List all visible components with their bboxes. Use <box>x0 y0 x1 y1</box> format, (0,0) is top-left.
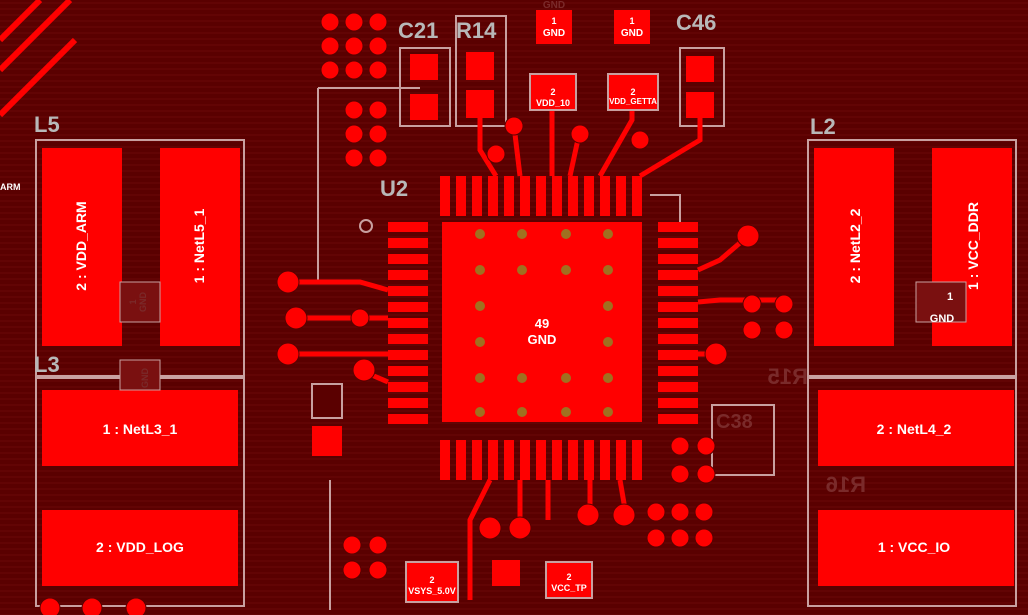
l5-pad-2-label: 2 : VDD_ARM <box>73 201 89 290</box>
u2-thermal-vias <box>475 229 613 417</box>
r14-pad-2 <box>466 90 494 118</box>
l5-pad-2 <box>42 148 122 346</box>
l4-pad-1 <box>818 510 1014 586</box>
l2-pad-1-label: 1 : VCC_DDR <box>965 202 981 290</box>
l5-pad-1-label: 1 : NetL5_1 <box>191 208 207 283</box>
c46-designator: C46 <box>676 10 716 35</box>
l5-small-gnd-num: 1 <box>128 299 138 304</box>
left-component-pad-2 <box>312 426 342 456</box>
background-traces <box>0 0 78 118</box>
vcc-tp-pad-net: VCC_TP <box>551 583 587 593</box>
l2-small-gnd-pad <box>915 281 967 323</box>
l2-pad-2 <box>814 148 894 346</box>
l5-pad-1 <box>160 148 240 346</box>
u2-right-pins <box>658 222 698 424</box>
l5-small-gnd-pad <box>119 281 161 323</box>
vias <box>39 12 794 615</box>
c38-designator: C38 <box>716 411 753 433</box>
c21-designator: C21 <box>398 18 438 43</box>
u2-left-pins <box>388 222 428 424</box>
l3-designator: L3 <box>34 352 60 377</box>
vdd-10-pad-num: 2 <box>550 87 555 97</box>
bottom-pad-mid <box>492 560 520 586</box>
gnd-pad-top-left <box>536 10 572 44</box>
vdd-getta-pad-net: VDD_GETTA <box>609 97 657 106</box>
l2-small-gnd-label: GND <box>930 313 955 325</box>
c21-pad-1 <box>410 54 438 80</box>
c21-pad-2 <box>410 94 438 120</box>
vsys-pad <box>405 561 459 603</box>
l3-pad-2 <box>42 510 238 586</box>
u2-top-pins <box>440 176 642 216</box>
gnd-pad-top-right <box>614 10 650 44</box>
u2-bottom-pins <box>440 440 642 480</box>
r14-designator: R14 <box>456 18 497 43</box>
gnd-pad-top-right-net: GND <box>621 28 643 39</box>
vcc-tp-pad <box>545 561 593 599</box>
arm-edge-label: ARM <box>0 182 21 192</box>
left-component-pad <box>311 383 343 419</box>
l3-pad-2-label: 2 : VDD_LOG <box>96 539 184 555</box>
l2-small-gnd-num: 1 <box>947 291 953 303</box>
gnd-pad-top-partial: GND <box>543 0 565 11</box>
u2-pin1-marker <box>359 219 373 233</box>
r16-ghost-label: R16 <box>826 472 866 497</box>
c46-pad-1 <box>686 56 714 82</box>
l2-designator: L2 <box>810 114 836 139</box>
vsys-pad-num: 2 <box>429 575 434 585</box>
u2-exposed-pad-number: 49 <box>535 316 549 331</box>
l3-pad-1 <box>42 390 238 466</box>
vsys-pad-net: VSYS_5.0V <box>408 586 456 596</box>
u2-exposed-pad-net: GND <box>528 332 557 347</box>
vcc-tp-pad-num: 2 <box>566 572 571 582</box>
l5-small-gnd-label: GND <box>138 292 148 313</box>
r14-pad-1 <box>466 52 494 80</box>
u2-exposed-pad <box>442 222 642 422</box>
l2-pad-2-label: 2 : NetL2_2 <box>847 208 863 283</box>
l4-pad-1-label: 1 : VCC_IO <box>878 539 950 555</box>
gnd-pad-top-left-num: 1 <box>551 16 556 26</box>
gnd-pad-top-left-net: GND <box>543 28 565 39</box>
gnd-pad-top-right-num: 1 <box>629 16 634 26</box>
l3-small-gnd-label: GND <box>140 368 150 389</box>
vdd-10-pad <box>529 73 577 111</box>
l4-pad-2 <box>818 390 1014 466</box>
u2-designator: U2 <box>380 176 408 201</box>
vdd-getta-pad-num: 2 <box>630 87 635 97</box>
vdd-getta-pad <box>607 73 659 111</box>
l3-pad-1-label: 1 : NetL3_1 <box>103 421 178 437</box>
vdd-10-pad-net: VDD_10 <box>536 98 570 108</box>
r15-ghost-label: R15 <box>768 364 808 389</box>
l4-pad-2-label: 2 : NetL4_2 <box>877 421 952 437</box>
l5-designator: L5 <box>34 112 60 137</box>
c46-pad-2 <box>686 92 714 118</box>
l3-small-gnd-pad <box>119 359 161 391</box>
